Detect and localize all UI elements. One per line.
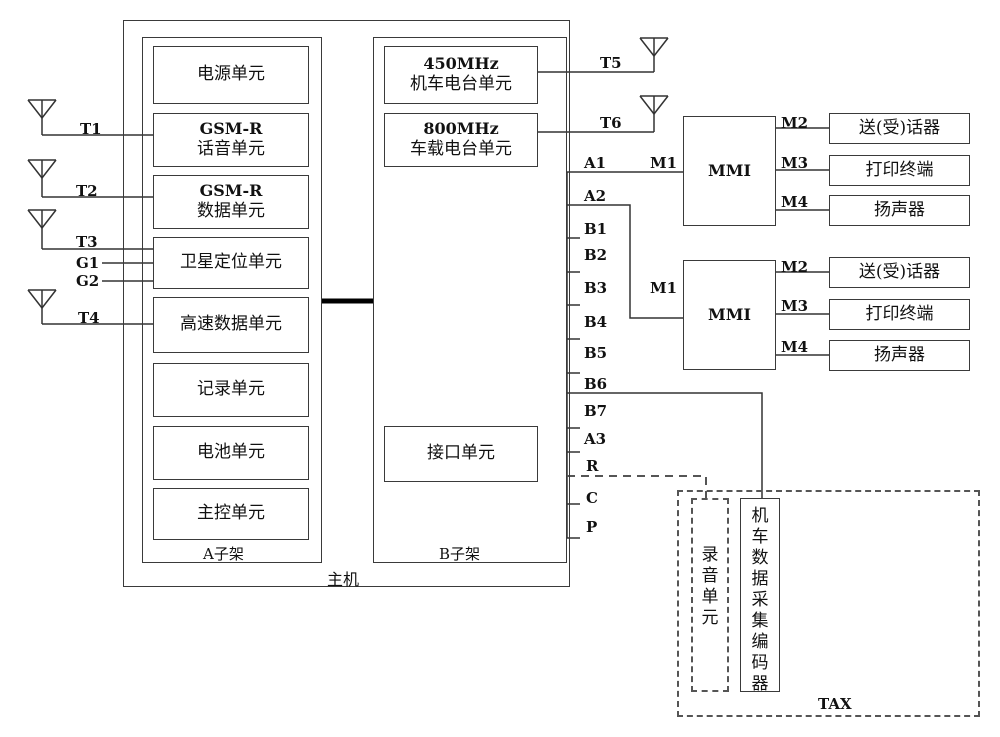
port-label-m3: M3 (781, 297, 809, 315)
speaker-1: 扬声器 (829, 195, 970, 226)
rack-b-frame (373, 37, 567, 563)
port-label-t5: T5 (600, 54, 622, 72)
port-label-a1: A1 (584, 154, 607, 172)
mmi-label: MMI (708, 161, 751, 180)
port-label-m4: M4 (781, 338, 809, 356)
port-label-b2: B2 (584, 246, 608, 264)
mmi-2: MMI (683, 260, 776, 370)
port-label-m2: M2 (781, 258, 809, 276)
interface-unit: 接口单元 (384, 426, 538, 482)
battery-unit: 电池单元 (153, 426, 309, 480)
unit-label: 电源单元 (197, 64, 265, 85)
encoder-label: 机车数据采集编码器 (751, 506, 769, 694)
record-unit: 记录单元 (153, 363, 309, 417)
locomotive-data-encoder (740, 498, 780, 692)
port-label-t6: T6 (600, 114, 622, 132)
printer-2: 打印终端 (829, 299, 970, 330)
port-label-b7: B7 (584, 402, 608, 420)
printer-1: 打印终端 (829, 155, 970, 186)
antenna-icon (27, 209, 57, 249)
port-label-c: C (586, 489, 598, 507)
gsmr-data-unit: GSM-R 数据单元 (153, 175, 309, 229)
high-speed-data-unit: 高速数据单元 (153, 297, 309, 353)
satellite-positioning-unit: 卫星定位单元 (153, 237, 309, 289)
rack-b-label: B子架 (439, 545, 481, 563)
gsmr-voice-unit: GSM-R 话音单元 (153, 113, 309, 167)
antenna-icon (639, 37, 669, 72)
power-unit: 电源单元 (153, 46, 309, 104)
mmi-1: MMI (683, 116, 776, 226)
antenna-icon (27, 289, 57, 324)
unit-title: GSM-R (199, 119, 263, 139)
host-label: 主机 (327, 570, 360, 589)
port-label-r: R (586, 457, 599, 475)
recorder-unit (691, 498, 729, 692)
port-label-m1: M1 (650, 154, 678, 172)
handset-1: 送(受)话器 (829, 113, 970, 144)
port-label-b5: B5 (584, 344, 608, 362)
port-label-m3: M3 (781, 154, 809, 172)
speaker-2: 扬声器 (829, 340, 970, 371)
unit-label: 机车电台单元 (410, 74, 512, 95)
main-control-unit: 主控单元 (153, 488, 309, 540)
port-label-m4: M4 (781, 193, 809, 211)
unit-label: 卫星定位单元 (180, 252, 282, 273)
handset-2: 送(受)话器 (829, 257, 970, 288)
port-label-p: P (586, 518, 598, 536)
peripheral-label: 打印终端 (865, 303, 934, 324)
port-label-a3: A3 (584, 430, 607, 448)
unit-label: 电池单元 (197, 442, 265, 463)
unit-label: 数据单元 (197, 201, 265, 222)
port-label-t1: T1 (80, 120, 102, 138)
peripheral-label: 扬声器 (874, 344, 925, 365)
port-label-t3: T3 (76, 233, 98, 251)
peripheral-label: 送(受)话器 (858, 117, 941, 138)
radio-800mhz-unit: 800MHz 车载电台单元 (384, 113, 538, 167)
port-label-t4: T4 (78, 309, 100, 327)
unit-title: 450MHz (423, 54, 499, 74)
unit-label: 高速数据单元 (180, 314, 282, 335)
port-label-t2: T2 (76, 182, 98, 200)
port-label-b1: B1 (584, 220, 608, 238)
recorder-label: 录音单元 (701, 545, 719, 628)
port-label-m1: M1 (650, 279, 678, 297)
radio-450mhz-unit: 450MHz 机车电台单元 (384, 46, 538, 104)
peripheral-label: 打印终端 (865, 159, 934, 180)
unit-label: 车载电台单元 (410, 139, 512, 160)
antenna-icon (639, 95, 669, 132)
port-label-m2: M2 (781, 114, 809, 132)
unit-title: GSM-R (199, 181, 263, 201)
port-label-g1: G1 (76, 254, 100, 272)
peripheral-label: 扬声器 (874, 199, 925, 220)
unit-label: 记录单元 (197, 379, 265, 400)
tax-label: TAX (818, 695, 852, 713)
mmi-label: MMI (708, 305, 751, 324)
port-label-b6: B6 (584, 375, 608, 393)
antenna-icon (27, 99, 57, 135)
antenna-icon (27, 159, 57, 197)
port-label-a2: A2 (584, 187, 607, 205)
port-label-b4: B4 (584, 313, 608, 331)
unit-label: 主控单元 (197, 503, 265, 524)
unit-label: 话音单元 (197, 139, 265, 160)
rack-a-label: A子架 (203, 545, 244, 563)
host-frame (123, 20, 570, 587)
rack-a-frame (142, 37, 322, 563)
port-label-b3: B3 (584, 279, 608, 297)
unit-label: 接口单元 (427, 443, 495, 464)
peripheral-label: 送(受)话器 (858, 261, 941, 282)
unit-title: 800MHz (423, 119, 499, 139)
tax-frame (677, 490, 980, 717)
port-label-g2: G2 (76, 272, 100, 290)
